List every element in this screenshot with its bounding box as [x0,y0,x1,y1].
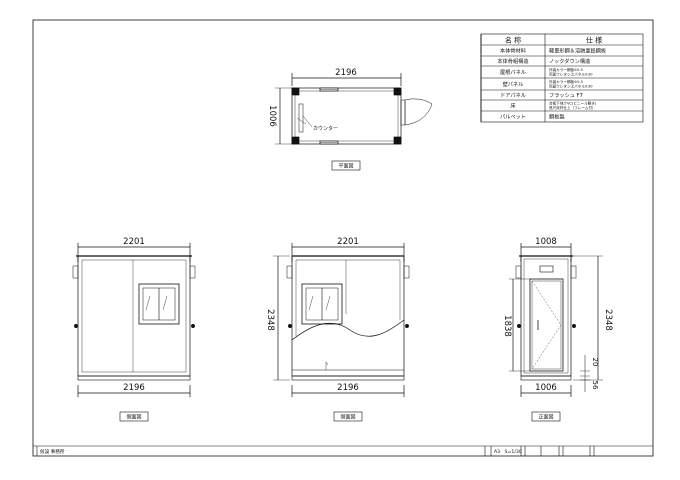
title-block [33,445,653,456]
front-dim-top: 1008 [535,237,557,247]
spec-row-value: 外装カラー鋼板⊘0.5 [549,67,583,72]
spec-row-value: 両面ウレタン㊤パネル⊘30 [549,83,593,88]
spec-row-value: 鋼板製 [549,112,565,120]
side-left-label: 側面図 [126,414,141,421]
spec-row-name: 壁パネル [503,80,524,88]
front-dim-56: 56 [591,381,599,390]
spec-row-value: 両面ウレタン㊤パネル⊘30 [549,71,593,76]
title-scale: A3 S=1/30 [494,449,522,455]
side-mid-label: 側面図 [340,414,355,421]
front-dim-20: 20 [591,358,599,367]
plan-dim-width: 1006 [267,105,277,127]
front-dim-height: 2348 [603,309,613,331]
front-label: 正面図 [538,415,553,421]
side-mid-label-box [333,411,363,422]
spec-row-value: 合板下地クVC(ビニール敷き) [549,101,597,106]
side-left-dim-bottom: 2196 [123,383,145,393]
side-mid-dim-bottom: 2196 [337,383,359,393]
spec-row-name: パルペット [500,113,526,120]
spec-row-name: 屋根パネル [500,68,526,76]
spec-row-name: ドアパネル [500,92,526,99]
front-label-box [531,411,561,422]
front-dim-door: 1838 [502,315,512,337]
spec-row-value: 外装カラー鋼板⊘0.5 [549,79,583,84]
spec-row-value: ノックダウン構造 [549,57,591,65]
spec-row-name: 本体骨材料 [500,46,526,54]
spec-row-name: 本体骨組構造 [497,57,529,65]
sheet-border [32,19,654,457]
spec-row-value: 長尺床材仕上（フレーム付） [549,105,596,110]
side-mid-dim-height: 2348 [265,309,275,331]
side-left-dim-top: 2201 [123,237,145,247]
plan-dim-length: 2196 [335,68,357,78]
spec-table [480,33,644,123]
plan-view [275,73,433,145]
front-view [509,243,603,397]
spec-row-value: 軽量形鋼＆溶融亜鉛鋼板 [549,46,607,54]
side-left-label-box [119,411,149,422]
spec-header-spec: 仕 様 [586,36,602,45]
side-view-left [72,243,196,397]
front-dim-bottom: 1006 [535,383,557,393]
plan-callout-counter: カウンター [313,125,338,132]
spec-row-name: 床 [510,101,516,109]
spec-row-value: フラッシュ F7 [549,92,583,99]
spec-rows: 本体骨材料軽量形鋼＆溶融亜鉛鋼板本体骨組構造ノックダウン構造屋根パネル外装カラー… [497,46,606,120]
spec-header-name: 名 称 [505,36,521,45]
plan-label-box [331,160,361,171]
title-drawing-name: 仮設 事務所 [40,448,65,455]
plan-label: 平面図 [338,164,353,170]
side-view-middle [273,243,410,397]
side-mid-dim-top: 2201 [337,237,359,247]
